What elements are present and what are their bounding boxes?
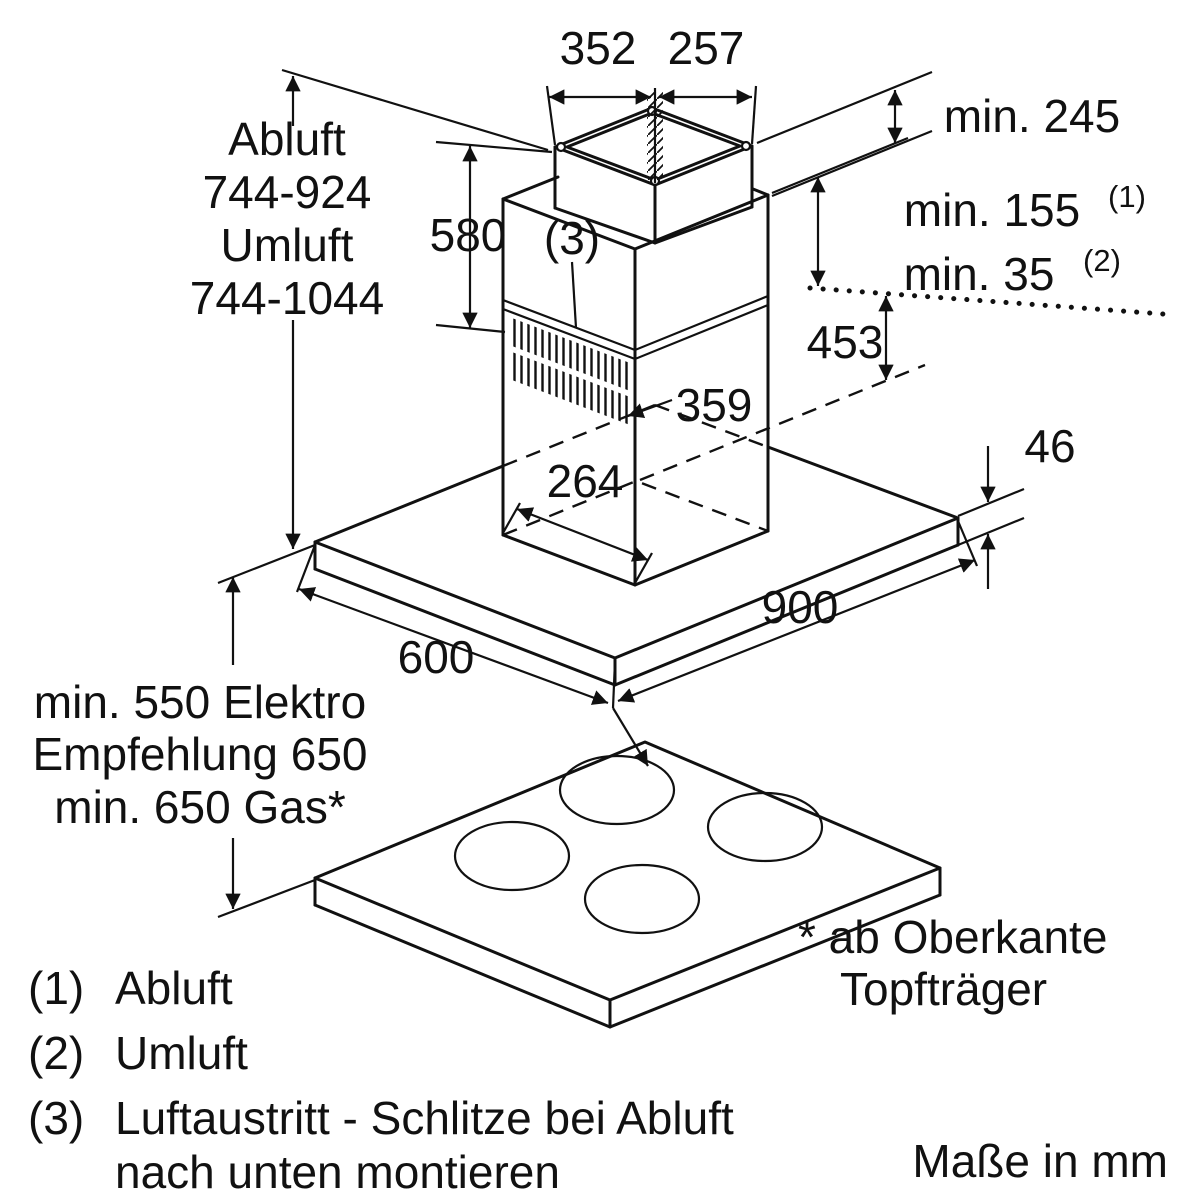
- dimension-900: 900: [617, 520, 979, 703]
- ext-line: [502, 502, 521, 534]
- dimension-min-155-35: min. 155 (1) min. 35 (2): [771, 136, 1166, 317]
- dim-580-label: 580: [430, 209, 507, 261]
- dim-264-label: 264: [547, 455, 624, 507]
- break-hatching: [647, 92, 663, 180]
- air-outlet-slits-row-2: [512, 352, 630, 425]
- ext-line: [217, 543, 316, 585]
- legend-text-3b: nach unten montieren: [115, 1146, 560, 1198]
- dim-46-label: 46: [1024, 420, 1075, 472]
- ext-line-hidden: [639, 363, 926, 482]
- leader-arrow: [627, 398, 673, 418]
- ext-line: [217, 878, 316, 919]
- dimension-257: 257: [659, 22, 758, 145]
- height-range-line-4: 744-1044: [190, 272, 384, 324]
- dim-line: [617, 558, 976, 703]
- cooktop: [313, 740, 942, 1029]
- chimney-top-back-stub-right: [751, 187, 770, 197]
- ext-line: [435, 323, 506, 334]
- slit-label: (3): [544, 212, 600, 264]
- dimension-264: 264: [502, 455, 653, 584]
- clearance-line-3: min. 650 Gas*: [54, 781, 346, 833]
- cooking-zone-back: [558, 754, 676, 826]
- air-outlet-slits-row-1: [512, 318, 630, 391]
- duct-corner-hole: [740, 140, 752, 152]
- clearance-line-1: min. 550 Elektro: [34, 676, 366, 728]
- dimension-352: 352: [545, 22, 663, 183]
- legend-key-3: (3): [28, 1092, 84, 1144]
- units-note: Maße in mm: [912, 1135, 1168, 1187]
- dim-line: [516, 507, 649, 562]
- dim-900-label: 900: [762, 581, 839, 633]
- dim-line: [298, 587, 609, 705]
- footnote-line-2: Topfträger: [840, 963, 1047, 1015]
- dimension-46: 46: [957, 420, 1076, 589]
- dim-453-label: 453: [807, 316, 884, 368]
- dimension-580: 580: [430, 140, 553, 334]
- ext-line: [957, 516, 1025, 547]
- chimney-base-hidden-edges: [502, 479, 769, 537]
- chimney-joint-line-1: [502, 294, 769, 352]
- height-range-line-3: Umluft: [221, 219, 354, 271]
- dim-min-245-label: min. 245: [944, 90, 1120, 142]
- dimension-359: 359: [627, 379, 753, 431]
- dim-257-label: 257: [668, 22, 745, 74]
- dim-min-35-ref: (2): [1083, 243, 1121, 278]
- ext-line: [545, 85, 557, 146]
- duct-base-edges: [553, 205, 754, 245]
- dimension-min-245: min. 245: [756, 70, 1120, 198]
- slit-label-leader-line: [570, 261, 578, 329]
- cooktop-bottom-edges: [313, 893, 942, 1029]
- leader-arrow: [612, 707, 649, 767]
- ext-line: [295, 544, 317, 593]
- ext-line: [756, 70, 933, 145]
- legend: (1) Abluft (2) Umluft (3) Luftaustritt -…: [28, 962, 734, 1198]
- legend-key-1: (1): [28, 962, 84, 1014]
- ext-line: [750, 85, 758, 145]
- cooking-zone-left: [453, 820, 571, 892]
- cooking-zone-front: [583, 863, 701, 935]
- clearance-line-2: Empfehlung 650: [32, 728, 367, 780]
- legend-key-2: (2): [28, 1027, 84, 1079]
- canopy-back-right-visible: [766, 445, 960, 520]
- units-note-label: Maße in mm: [912, 1135, 1168, 1187]
- legend-text-1: Abluft: [115, 962, 233, 1014]
- cooking-zone-right: [706, 791, 824, 863]
- ext-line: [957, 487, 1025, 518]
- legend-text-3: Luftaustritt - Schlitze bei Abluft: [115, 1092, 734, 1144]
- canopy-back-right-hidden: [654, 403, 769, 449]
- duct-corner-hole: [555, 141, 567, 153]
- dim-min-155-ref: (1): [1108, 179, 1146, 214]
- ext-line: [771, 129, 933, 198]
- ext-line: [281, 68, 549, 152]
- height-range-line-2: 744-924: [203, 166, 372, 218]
- dimension-clearance: min. 550 Elektro Empfehlung 650 min. 650…: [32, 543, 368, 919]
- footnote-line-1: * ab Oberkante: [798, 911, 1107, 963]
- dim-600-label: 600: [398, 631, 475, 683]
- dimension-600: 600: [295, 544, 617, 709]
- dim-min-155-label: min. 155: [904, 184, 1080, 236]
- canopy-back-left-visible: [313, 464, 505, 544]
- dimension-height-range: Abluft 744-924 Umluft 744-1044: [190, 68, 549, 549]
- ext-line: [611, 660, 617, 709]
- ext-line: [435, 140, 553, 154]
- centre-alignment-leader: [612, 707, 649, 767]
- dim-359-label: 359: [676, 379, 753, 431]
- footnote: * ab Oberkante Topfträger: [798, 911, 1107, 1015]
- dim-min-35-label: min. 35: [904, 248, 1055, 300]
- dimension-453: 453: [639, 296, 926, 482]
- chimney-top-back-stub-left: [501, 175, 560, 201]
- legend-text-2: Umluft: [115, 1027, 248, 1079]
- dim-352-label: 352: [560, 22, 637, 74]
- chimney-joint-line-2: [502, 303, 769, 361]
- height-range-line-1: Abluft: [228, 113, 346, 165]
- ext-line: [771, 136, 909, 195]
- chimney-top-rim: [501, 193, 770, 251]
